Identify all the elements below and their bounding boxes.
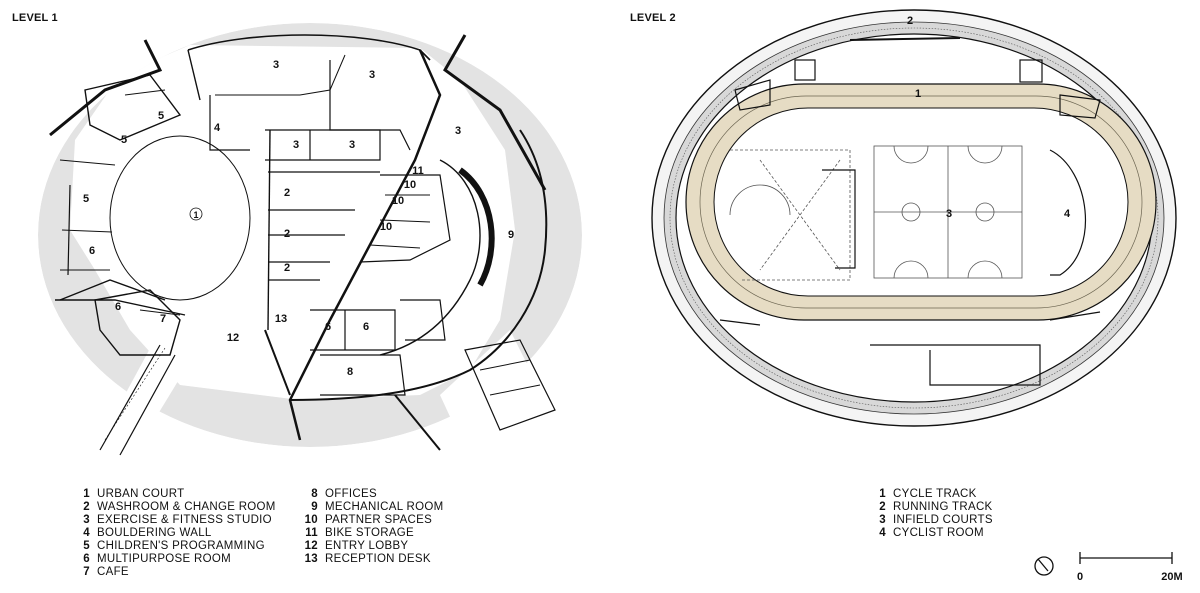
level-1-label: 3	[349, 139, 355, 151]
level-1-label: 6	[115, 301, 121, 313]
level-1-title: LEVEL 1	[12, 12, 58, 24]
north-arrow-icon	[1034, 556, 1054, 576]
level-1-label: 3	[293, 139, 299, 151]
scale-start-label: 0	[1077, 571, 1083, 583]
scale-bar: 0 20M	[1077, 552, 1183, 583]
level-1-plan: 3 3 3 3 3 5 5 4 5 1 6 2 2 2 11 10 10 10 …	[38, 23, 582, 460]
level-1-label: 5	[158, 110, 164, 122]
level-1-walls	[49, 34, 556, 456]
level-1-label: 9	[508, 229, 514, 241]
level-1-label: 10	[392, 195, 404, 207]
level-1-label: 8	[347, 366, 353, 378]
level-2-walls	[719, 37, 1101, 386]
level-1-label: 10	[404, 179, 416, 191]
level-2-label: 2	[907, 15, 913, 27]
level-2-label: 3	[946, 208, 952, 220]
scale-end-label: 20M	[1161, 571, 1182, 583]
level-2-room-labels: 2 1 3 4	[907, 15, 1071, 220]
level-1-label: 12	[227, 332, 239, 344]
level-2-label: 1	[915, 88, 921, 100]
infield-courts	[729, 145, 1023, 281]
level-1-label: 5	[83, 193, 89, 205]
level-1-label: 6	[363, 321, 369, 333]
level-1-label: 6	[325, 321, 331, 333]
level-1-label: 3	[273, 59, 279, 71]
level-2-plan: 2 1 3 4	[651, 9, 1177, 427]
level-1-label: 3	[455, 125, 461, 137]
level-1-label: 3	[369, 69, 375, 81]
level-1-label: 7	[160, 313, 166, 325]
level-1-room-labels: 3 3 3 3 3 5 5 4 5 1 6 2 2 2 11 10 10 10 …	[83, 59, 514, 378]
level-1-label: 2	[284, 187, 290, 199]
level-1-label: 10	[380, 221, 392, 233]
level-1-label: 13	[275, 313, 287, 325]
level-1-label: 4	[214, 122, 221, 134]
level-1-label: 2	[284, 262, 290, 274]
level-1-label: 6	[89, 245, 95, 257]
level-1-label: 2	[284, 228, 290, 240]
level-1-label: 5	[121, 134, 127, 146]
level-2-label: 4	[1064, 208, 1071, 220]
level-1-label: 1	[193, 210, 198, 220]
level-1-label: 11	[412, 165, 424, 177]
level-2-title: LEVEL 2	[630, 12, 676, 24]
